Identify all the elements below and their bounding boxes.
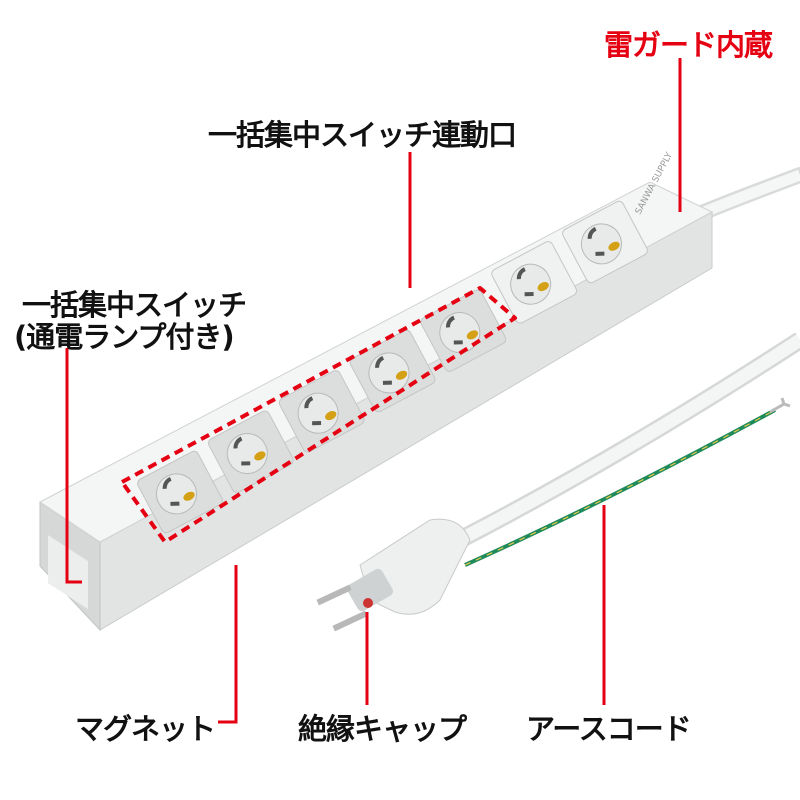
plug-prong-upper bbox=[316, 584, 352, 606]
earth-wire-lug bbox=[769, 397, 791, 414]
callout-lines bbox=[65, 58, 682, 724]
label-linked-outlets: 一括集中スイッチ連動口 bbox=[208, 118, 517, 152]
linked-outlet bbox=[137, 450, 223, 534]
outlets bbox=[137, 200, 648, 534]
linked-outlets-dashed-outline bbox=[120, 286, 517, 544]
label-lightning-guard: 雷ガード内蔵 bbox=[604, 28, 773, 62]
plug-prong-lower bbox=[332, 610, 368, 632]
callout-line-magnet bbox=[218, 565, 238, 724]
label-earth-cord: アースコード bbox=[526, 712, 692, 746]
label-master-switch-lamp: (通電ランプ付き) bbox=[14, 320, 235, 354]
linked-outlet bbox=[278, 370, 365, 453]
label-insulation-cap: 絶縁キャップ bbox=[298, 712, 467, 746]
label-master-switch: 一括集中スイッチ bbox=[22, 288, 247, 322]
always-on-outlet bbox=[562, 200, 648, 284]
callout-line-switch bbox=[65, 348, 82, 584]
insulation-cap bbox=[363, 598, 373, 608]
always-on-outlet bbox=[491, 241, 578, 324]
plug bbox=[316, 518, 471, 632]
earth-wire bbox=[464, 408, 776, 567]
label-magnet: マグネット bbox=[75, 712, 216, 746]
